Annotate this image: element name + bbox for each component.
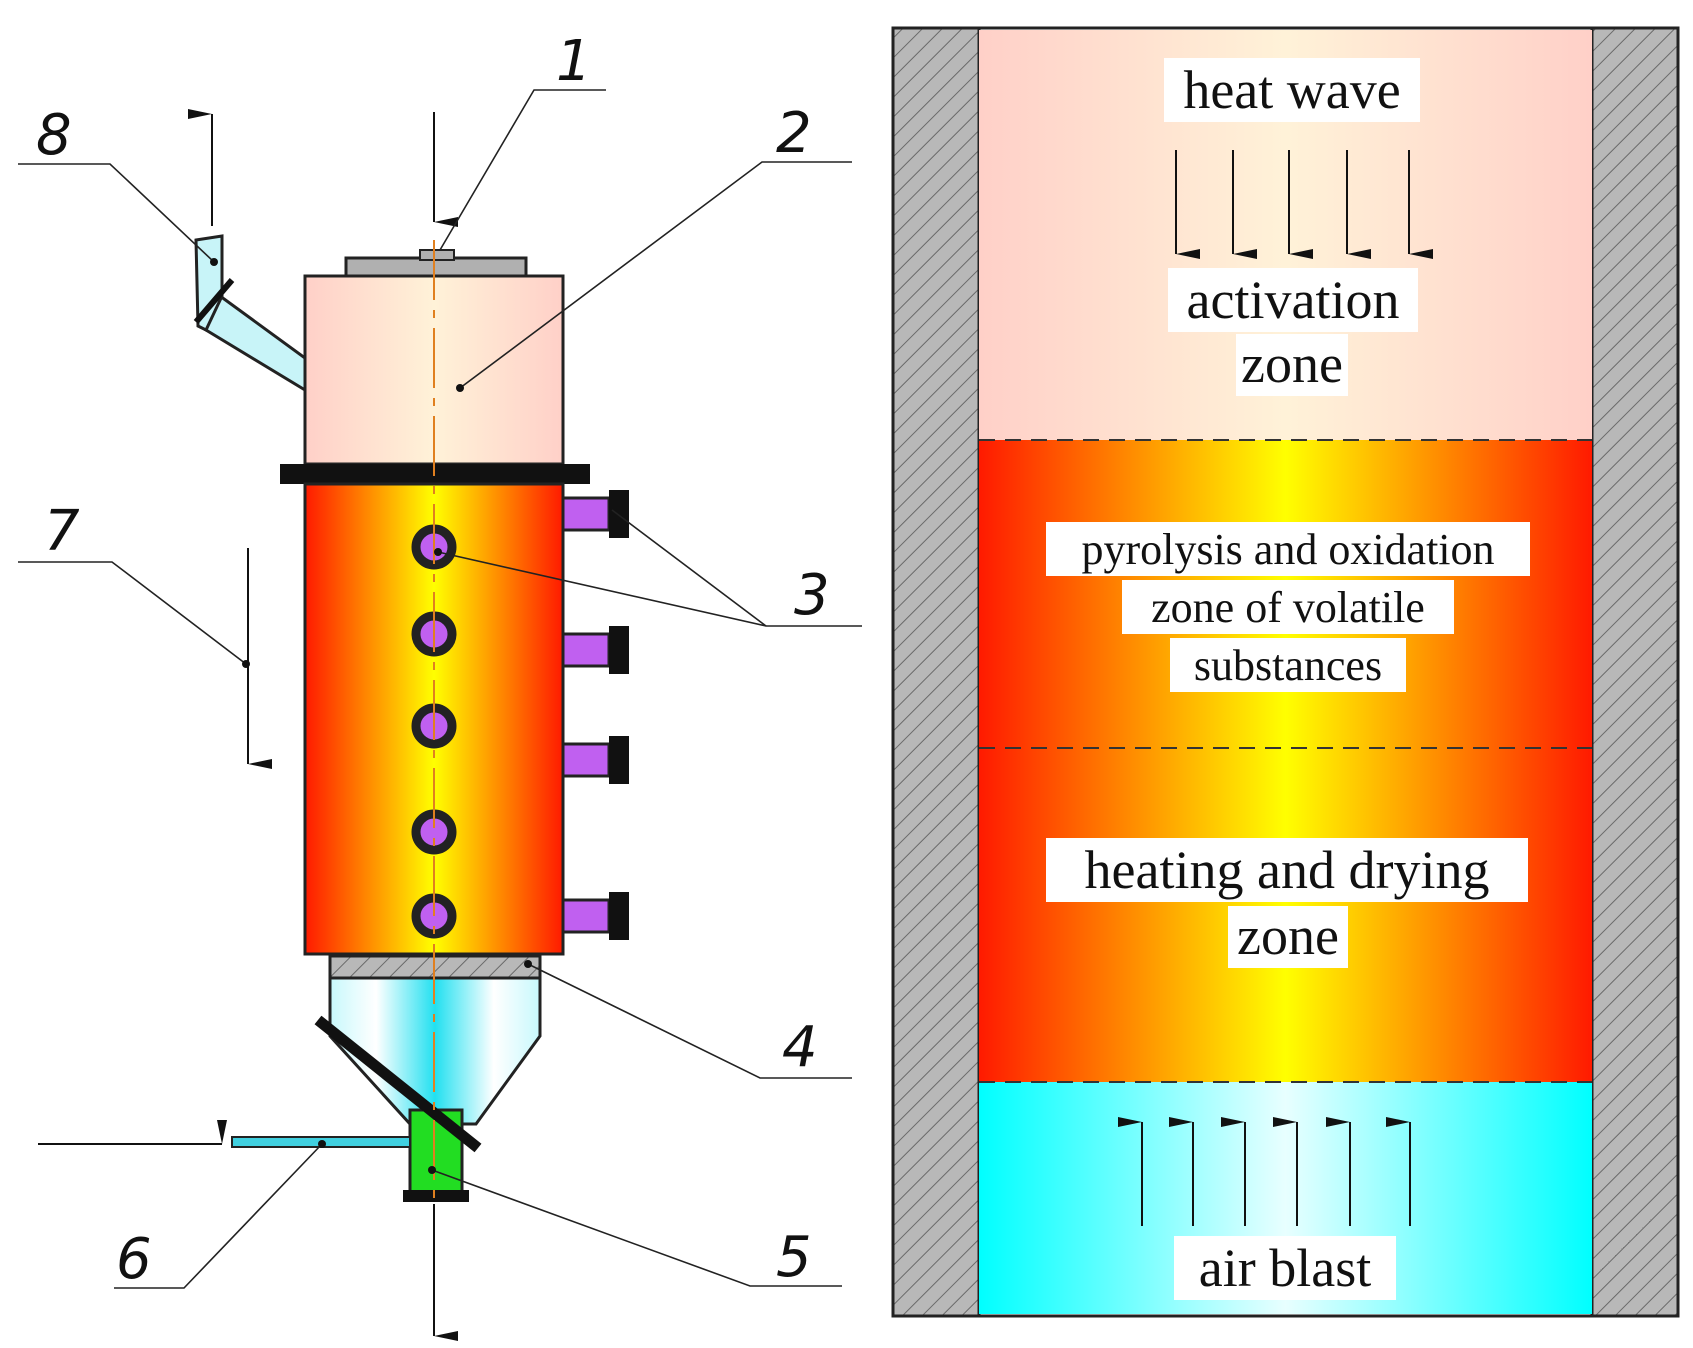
label-heat-wave: heat wave bbox=[1183, 60, 1400, 120]
callout-3: 3 bbox=[794, 563, 830, 628]
leader-dots bbox=[210, 258, 532, 1174]
feed-port bbox=[419, 249, 455, 261]
label-heating-1: heating and drying bbox=[1085, 840, 1490, 900]
label-backgrounds bbox=[1046, 58, 1530, 1300]
callout-7: 7 bbox=[44, 499, 80, 564]
right-wall bbox=[1590, 26, 1680, 1318]
side-tuyeres bbox=[561, 490, 629, 940]
callout-1: 1 bbox=[556, 29, 592, 94]
callout-8: 8 bbox=[36, 103, 72, 168]
callout-5: 5 bbox=[776, 1225, 812, 1290]
leader-lines bbox=[18, 89, 862, 1289]
label-activation-2: zone bbox=[1241, 334, 1343, 394]
label-air-blast: air blast bbox=[1199, 1238, 1371, 1298]
gas-outlet-pipe bbox=[204, 293, 307, 393]
label-activation-1: activation bbox=[1187, 270, 1400, 330]
damper bbox=[314, 1015, 482, 1153]
ash-outlet-flange bbox=[403, 1190, 469, 1202]
air-blast-arrows bbox=[1118, 1117, 1411, 1226]
callout-2: 2 bbox=[776, 101, 812, 166]
label-pyrolysis-3: substances bbox=[1194, 641, 1382, 690]
callout-6: 6 bbox=[116, 1227, 152, 1292]
label-heating-2: zone bbox=[1237, 906, 1339, 966]
label-pyrolysis-1: pyrolysis and oxidation bbox=[1081, 525, 1494, 574]
label-pyrolysis-2: zone of volatile bbox=[1151, 583, 1425, 632]
heat-wave-arrows bbox=[1175, 150, 1433, 259]
callout-4: 4 bbox=[782, 1015, 818, 1080]
left-wall bbox=[891, 26, 981, 1318]
